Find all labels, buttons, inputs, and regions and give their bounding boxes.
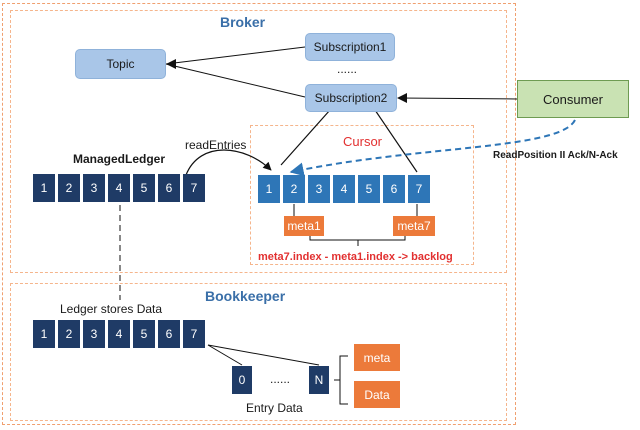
bookkeeper-ledger-cells: 1 2 3 4 5 6 7 [33,320,208,348]
subscription1-node: Subscription1 [305,33,395,61]
stored-entry-cell: 2 [58,320,80,348]
stored-entry-cell: 1 [33,320,55,348]
stored-entry-cell: 3 [83,320,105,348]
read-position-arrow [289,119,576,177]
consumer-node: Consumer [517,80,629,118]
topic-diamond [166,59,176,69]
ledger-entry-cell: 2 [58,174,80,202]
ledger-entry-cell: 5 [133,174,155,202]
stored-entry-cell: 6 [158,320,180,348]
topic-sub2-line [165,63,306,98]
ledger-entry-cell: 3 [83,174,105,202]
meta7-box: meta7 [393,216,435,236]
cursor-entry-cell: 2 [283,175,305,203]
backlog-formula: meta7.index - meta1.index -> backlog [258,251,453,263]
ledger-entry-cell: 7 [183,174,205,202]
cursor-entry-cell: 1 [258,175,280,203]
stored-entry-cell: 5 [133,320,155,348]
stored-entry-cell: 4 [108,320,130,348]
sub2-cursor-left-line [280,109,331,166]
bookkeeper-title: Bookkeeper [205,288,286,304]
meta1-box: meta1 [284,216,324,236]
read-position-label: ReadPosition II Ack/N-Ack [493,150,618,161]
consumer-sub2-line [397,97,518,100]
entry-fan-left [207,344,243,366]
read-entries-label: readEntries [185,138,247,152]
entry-parts-bracket [339,355,348,405]
cursor-entry-cell: 5 [358,175,380,203]
cursor-frame [250,125,474,265]
sub2-cursor-right-line [374,109,418,173]
cursor-cells: 1 2 3 4 5 6 7 [258,175,433,203]
consumer-diamond [397,93,407,103]
subscription2-node: Subscription2 [305,84,397,112]
topic-node: Topic [75,49,166,79]
entry-fan-right [207,344,320,366]
managed-ledger-cells: 1 2 3 4 5 6 7 [33,174,208,202]
outer-frame [2,3,516,425]
ledger-stores-label: Ledger stores Data [60,302,163,316]
cursor-title: Cursor [343,134,383,149]
ledger-entry-cell: 6 [158,174,180,202]
cursor-entry-cell: 3 [308,175,330,203]
managed-ledger-title: ManagedLedger [73,152,166,166]
read-entries-arrow [185,149,272,176]
bookkeeper-frame [10,283,507,421]
broker-frame [10,10,507,273]
ledger-entry-cell: 1 [33,174,55,202]
cursor-entry-cell: 7 [408,175,430,203]
cursor-entry-cell: 4 [333,175,355,203]
entry-first-cell: 0 [232,366,252,394]
stored-entry-cell: 7 [183,320,205,348]
ledger-entry-cell: 4 [108,174,130,202]
topic-sub1-line [165,46,306,65]
entry-last-cell: N [309,366,329,394]
entry-data-label: Entry Data [246,401,303,415]
backlog-brace [309,233,406,241]
entry-data-box: Data [354,381,400,408]
broker-title: Broker [220,14,266,30]
subscriptions-ellipsis: ...... [337,62,358,76]
entry-meta-box: meta [354,344,400,371]
entry-ellipsis: ...... [270,372,291,386]
cursor-entry-cell: 6 [383,175,405,203]
